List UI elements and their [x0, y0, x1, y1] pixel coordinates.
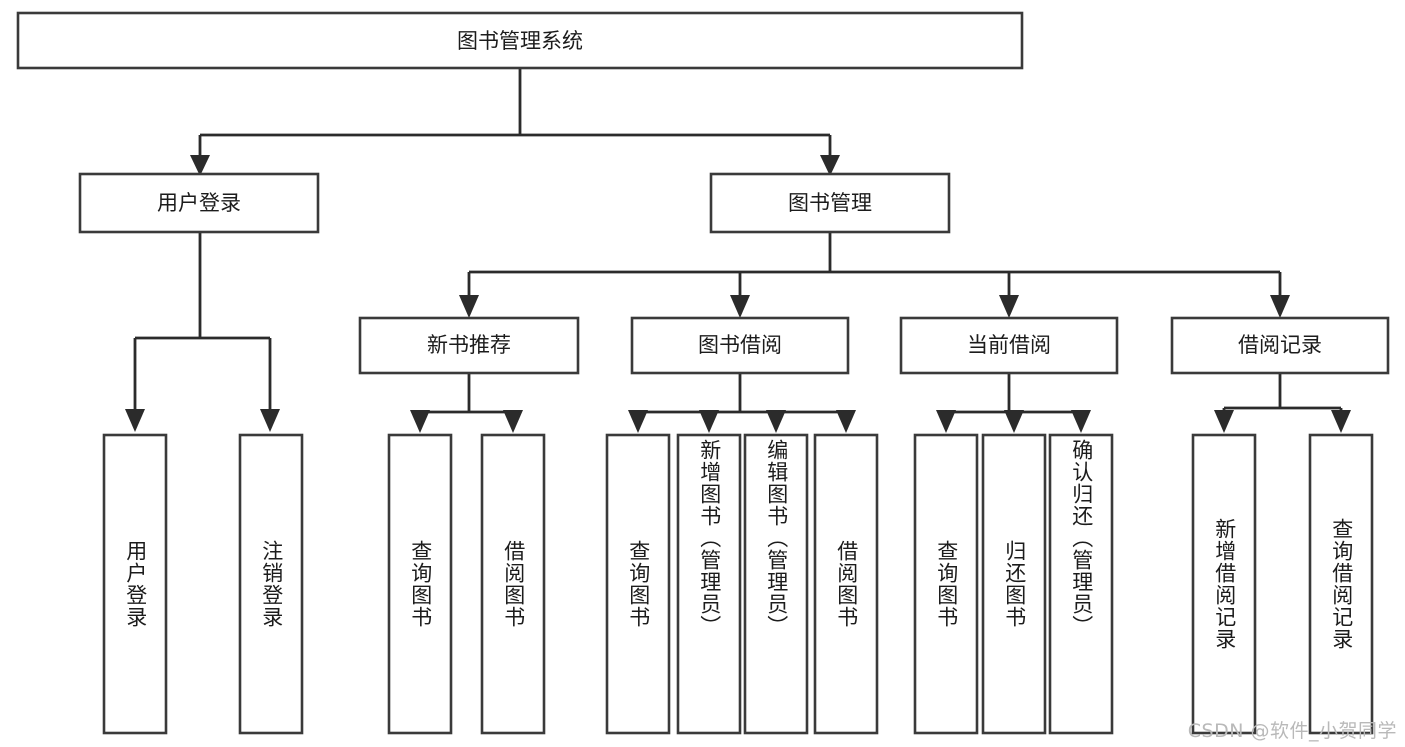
leaf-box — [676, 433, 742, 735]
connectors-userlogin-to-leaves — [125, 232, 280, 432]
node-book-management-label: 图书管理 — [788, 191, 872, 215]
node-book-management[interactable]: 图书管理 — [709, 172, 951, 234]
leaf-user-login[interactable]: 用户登录 — [104, 435, 166, 733]
leaf-label: 借阅图书 — [501, 540, 526, 628]
leaf-label: 注销登录 — [259, 540, 284, 628]
connectors-bookborrow-to-leaves — [628, 373, 856, 433]
leaf-box — [102, 433, 168, 735]
node-current-borrow[interactable]: 当前借阅 — [899, 316, 1119, 375]
leaf-label: 用户登录 — [123, 540, 148, 628]
leaf-label: 新增借阅记录 — [1212, 518, 1237, 650]
leaf-query-book-recommend[interactable]: 查询图书 — [389, 435, 451, 733]
leaf-box — [981, 433, 1047, 735]
node-book-borrow[interactable]: 图书借阅 — [630, 316, 850, 375]
leaf-box — [913, 433, 979, 735]
leaf-box — [1191, 433, 1257, 735]
node-new-book-recommend-label: 新书推荐 — [427, 333, 511, 357]
leaf-label: 查询图书 — [934, 540, 959, 628]
leaf-confirm-return-admin[interactable]: 确认归还（管理员） — [1050, 435, 1112, 733]
leaf-logout[interactable]: 注销登录 — [240, 435, 302, 733]
leaf-label: 借阅图书 — [834, 540, 859, 628]
node-root-label: 图书管理系统 — [457, 29, 583, 53]
leaf-box — [480, 433, 546, 735]
node-book-borrow-label: 图书借阅 — [698, 333, 782, 357]
leaf-return-book[interactable]: 归还图书 — [983, 435, 1045, 733]
leaf-box — [743, 433, 809, 735]
leaf-label: 归还图书 — [1002, 540, 1027, 628]
leaf-add-book-admin[interactable]: 新增图书（管理员） — [678, 435, 740, 733]
leaf-query-book-current[interactable]: 查询图书 — [915, 435, 977, 733]
connectors-newbook-to-leaves — [410, 373, 523, 433]
leaf-box — [605, 433, 671, 735]
connectors-bookmgmt-to-level3 — [459, 232, 1290, 318]
leaf-query-book-borrow[interactable]: 查询图书 — [607, 435, 669, 733]
connectors-root-to-level2 — [190, 68, 840, 176]
node-user-login[interactable]: 用户登录 — [78, 172, 320, 234]
node-borrow-record[interactable]: 借阅记录 — [1170, 316, 1390, 375]
leaf-label: 确认归还（管理员） — [1069, 439, 1094, 637]
connectors-borrowrecord-to-leaves — [1214, 373, 1351, 433]
leaf-label: 编辑图书（管理员） — [764, 439, 789, 637]
leaf-box — [813, 433, 879, 735]
leaf-label: 查询图书 — [408, 540, 433, 628]
leaf-boxes — [102, 433, 1374, 735]
leaf-edit-book-admin[interactable]: 编辑图书（管理员） — [745, 435, 807, 733]
leaf-borrow-book[interactable]: 借阅图书 — [815, 435, 877, 733]
node-user-login-label: 用户登录 — [157, 191, 241, 215]
node-new-book-recommend[interactable]: 新书推荐 — [358, 316, 580, 375]
node-root[interactable]: 图书管理系统 — [16, 11, 1024, 70]
node-current-borrow-label: 当前借阅 — [967, 333, 1051, 357]
leaf-label: 新增图书（管理员） — [697, 439, 722, 637]
leaf-query-borrow-record[interactable]: 查询借阅记录 — [1310, 435, 1372, 733]
leaf-label: 查询借阅记录 — [1329, 518, 1354, 650]
leaf-box — [1308, 433, 1374, 735]
connectors-currentborrow-to-leaves — [936, 373, 1091, 433]
leaf-add-borrow-record[interactable]: 新增借阅记录 — [1193, 435, 1255, 733]
leaf-borrow-book-recommend[interactable]: 借阅图书 — [482, 435, 544, 733]
csdn-watermark: CSDN @软件_小贺同学 — [1187, 720, 1397, 742]
leaf-box — [238, 433, 304, 735]
leaf-label: 查询图书 — [626, 540, 651, 628]
leaf-box — [387, 433, 453, 735]
leaf-box — [1048, 433, 1114, 735]
node-borrow-record-label: 借阅记录 — [1238, 333, 1322, 357]
